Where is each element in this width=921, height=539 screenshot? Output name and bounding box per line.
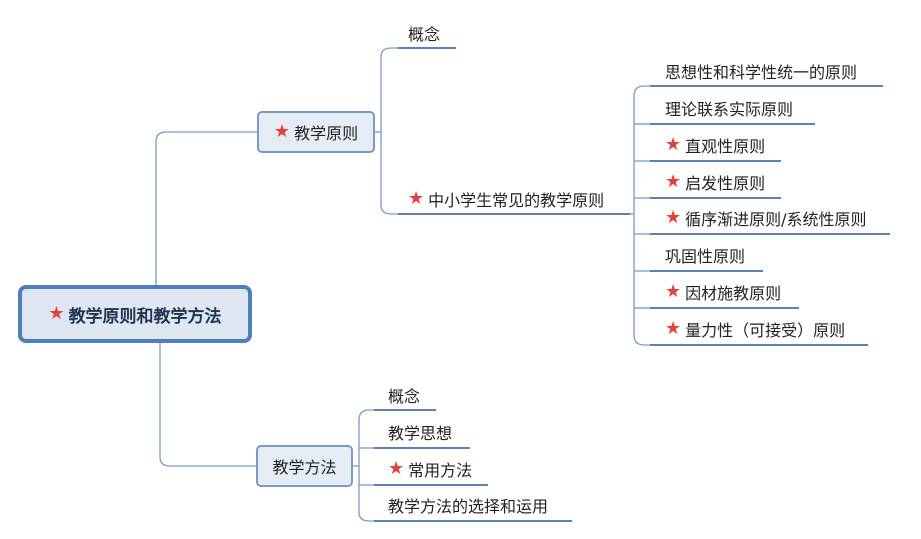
method-item[interactable]: ★ 常用方法: [388, 458, 473, 481]
underline: [650, 160, 781, 162]
underline: [650, 270, 763, 272]
principle-item[interactable]: 巩固性原则: [665, 244, 745, 266]
principle-item-label: 循序渐进原则/系统性原则: [685, 210, 867, 229]
principle-item[interactable]: ★ 直观性原则: [665, 134, 766, 157]
method-item-label: 概念: [388, 387, 421, 406]
underline: [398, 213, 630, 215]
underline: [398, 47, 456, 49]
principle-item[interactable]: ★ 量力性（可接受）原则: [665, 318, 846, 341]
principle-item[interactable]: ★ 循序渐进原则/系统性原则: [665, 207, 867, 230]
star-icon: ★: [665, 318, 682, 339]
star-icon: ★: [273, 121, 291, 142]
underline: [650, 233, 890, 235]
principle-item-label: 直观性原则: [685, 137, 766, 156]
principle-item-label: 启发性原则: [685, 174, 766, 193]
branch-principles-label: 教学原则: [294, 124, 359, 143]
principles-concept-label: 概念: [408, 25, 441, 44]
underline: [374, 409, 436, 411]
method-item[interactable]: 概念: [388, 384, 420, 406]
principle-item[interactable]: 思想性和科学性统一的原则: [665, 60, 857, 82]
star-icon: ★: [665, 134, 682, 155]
underline: [374, 447, 470, 449]
common-principles-label: 中小学生常见的教学原则: [428, 191, 605, 210]
branch-methods-label: 教学方法: [272, 458, 337, 477]
branch-principles-node[interactable]: ★ 教学原则: [257, 111, 375, 153]
method-item[interactable]: 教学思想: [388, 421, 452, 443]
underline: [650, 85, 883, 87]
principle-item-label: 因材施教原则: [685, 284, 782, 303]
principle-item-label: 理论联系实际原则: [665, 100, 794, 119]
underline: [650, 344, 868, 346]
principle-item-label: 巩固性原则: [665, 247, 746, 266]
underline: [650, 307, 799, 309]
root-node[interactable]: ★ 教学原则和教学方法: [18, 285, 252, 343]
root-label: 教学原则和教学方法: [68, 306, 222, 327]
principle-item[interactable]: 理论联系实际原则: [665, 97, 793, 119]
principle-item[interactable]: ★ 因材施教原则: [665, 281, 782, 304]
method-item-label: 常用方法: [408, 461, 473, 480]
method-item[interactable]: 教学方法的选择和运用: [388, 494, 548, 516]
method-item-label: 教学方法的选择和运用: [388, 497, 549, 516]
principle-item[interactable]: ★ 启发性原则: [665, 171, 766, 194]
star-icon: ★: [388, 458, 405, 479]
principle-item-label: 量力性（可接受）原则: [685, 321, 846, 340]
star-icon: ★: [48, 303, 65, 324]
star-icon: ★: [665, 281, 682, 302]
underline: [374, 520, 572, 522]
star-icon: ★: [665, 171, 682, 192]
principle-item-label: 思想性和科学性统一的原则: [665, 63, 858, 82]
method-item-label: 教学思想: [388, 424, 453, 443]
underline: [650, 123, 815, 125]
branch-methods-node[interactable]: 教学方法: [256, 445, 353, 487]
underline: [374, 484, 488, 486]
principles-concept-node[interactable]: 概念: [408, 22, 440, 44]
star-icon: ★: [408, 188, 425, 209]
common-principles-node[interactable]: ★ 中小学生常见的教学原则: [408, 188, 605, 211]
underline: [650, 197, 781, 199]
star-icon: ★: [665, 207, 682, 228]
